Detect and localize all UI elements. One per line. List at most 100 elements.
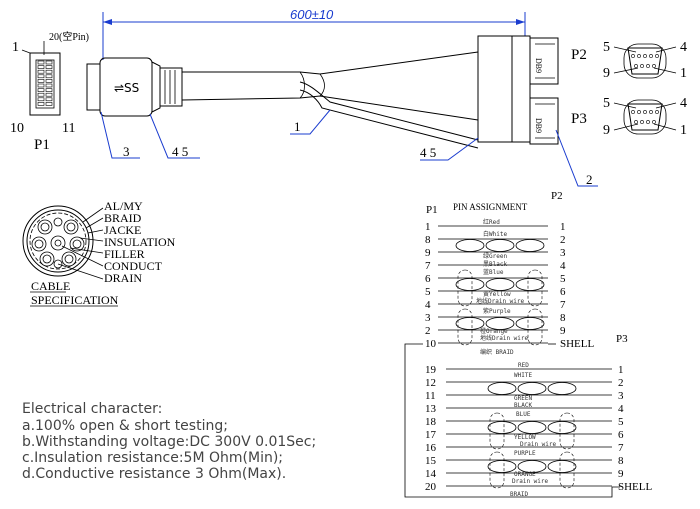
- twisted-pair: [455, 239, 485, 252]
- shield-outline: [559, 451, 575, 489]
- g1-left-pins: 1 8 9 7 6 5 4 3 2 10: [425, 221, 437, 350]
- p1-pin: [37, 97, 45, 102]
- db9-pin: [652, 64, 656, 68]
- twisted-pair: [515, 239, 545, 252]
- db9-pin: [652, 120, 656, 124]
- g1-right-9: SHELL: [560, 338, 595, 350]
- g2-wire-braid: BRAID: [510, 491, 528, 498]
- g2-wire-drain: Drain wire: [520, 441, 557, 448]
- p1-pin20-label: 20(空Pin): [49, 30, 89, 43]
- length-label: 600±10: [290, 7, 334, 22]
- electrical-line-c: c.Insulation resistance:5M Ohm(Min);: [22, 450, 283, 466]
- g1-right-4: 5: [560, 273, 566, 285]
- g2-right-1: 2: [618, 377, 624, 389]
- db9-pin: [637, 54, 641, 58]
- g2-left-2: 11: [425, 390, 436, 402]
- p3-pin5: 5: [603, 96, 610, 111]
- twisted-pair: [547, 460, 577, 473]
- g2-left-6: 16: [425, 442, 437, 454]
- layer-almy: AL/MY: [104, 199, 143, 213]
- usb-plug-side-view: ⇌SS: [86, 57, 183, 117]
- g1-wire-labels: 红Red 白White 绿Green 黑Black 蓝Blue 黄Yellow …: [476, 218, 529, 356]
- g2-right-2: 3: [618, 390, 624, 402]
- p2-pin5: 5: [603, 40, 610, 55]
- p3-face: 5 4 9 1: [603, 96, 687, 138]
- callout-1: 1: [294, 119, 301, 134]
- twisted-pair: [547, 421, 577, 434]
- g1-left-7: 3: [425, 312, 431, 324]
- db9-pin: [640, 64, 644, 68]
- p2-pin4: 4: [680, 40, 687, 55]
- p1-pin: [45, 60, 53, 65]
- g2-wire-green: GREEN: [514, 395, 532, 402]
- p1-pin: [37, 102, 45, 106]
- g1-wire-drain2: 地线Drain wire: [480, 334, 529, 342]
- pin-p1-label: P1: [426, 204, 438, 216]
- g2-left-9: 20: [425, 481, 437, 493]
- layer-drain: DRAIN: [104, 271, 142, 285]
- db9-pin: [637, 110, 641, 114]
- g1-wire-drain: 地线Drain wire: [476, 297, 525, 305]
- p1-pin: [45, 69, 53, 74]
- p1-pin: [37, 65, 45, 69]
- g1-right-0: 1: [560, 221, 566, 233]
- g2-left-pins: 19 12 11 13 18 17 16 15 14 20: [425, 364, 437, 493]
- electrical-line-a: a.100% open & short testing;: [22, 418, 228, 434]
- p1-connector-face: 1 20(空Pin) 10 11 P1: [10, 30, 89, 153]
- g1-right-2: 3: [560, 247, 566, 259]
- g2-wire-red: RED: [518, 362, 529, 369]
- g1-wire-blue: 蓝Blue: [483, 268, 504, 276]
- db9-pin: [646, 64, 650, 68]
- p3-side-label: P3: [571, 111, 587, 127]
- g1-left-5: 5: [425, 286, 431, 298]
- g2-wire-white: WHITE: [514, 372, 532, 379]
- twisted-pair: [517, 460, 547, 473]
- g1-right-6: 7: [560, 299, 566, 311]
- p1-pin: [37, 83, 45, 88]
- length-dimension: 600±10: [102, 7, 526, 60]
- g2-right-4: 5: [618, 416, 624, 428]
- twisted-pair: [517, 421, 547, 434]
- g2-wire-blue: BLUE: [516, 411, 531, 418]
- p1-name-label: P1: [34, 137, 50, 153]
- g2-left-1: 12: [425, 377, 436, 389]
- callout-45-right: 4 5: [420, 145, 436, 160]
- svg-text:DB9: DB9: [534, 58, 543, 73]
- g1-wire-red: 红Red: [483, 218, 500, 226]
- callout-3: 3: [123, 144, 130, 159]
- g1-left-0: 1: [425, 221, 431, 233]
- pin-assignment-title: PIN ASSIGNMENT: [453, 202, 528, 212]
- g2-right-7: 8: [618, 455, 624, 467]
- p1-pin: [45, 88, 53, 92]
- db9-pin: [634, 120, 638, 124]
- p1-pin: [37, 88, 45, 92]
- twisted-pair: [485, 317, 515, 330]
- db9-pin: [655, 54, 659, 58]
- p3-pin4: 4: [680, 96, 687, 111]
- g1-left-9: 10: [425, 338, 437, 350]
- g2-right-3: 4: [618, 403, 624, 415]
- twisted-pair: [515, 317, 545, 330]
- p1-pin: [45, 102, 53, 106]
- g2-wire-black: BLACK: [514, 402, 532, 409]
- layer-braid: BRAID: [104, 211, 142, 225]
- g1-left-6: 4: [425, 299, 431, 311]
- electrical-line-d: d.Conductive resistance 3 Ohm(Max).: [22, 466, 286, 482]
- db9-pin: [634, 64, 638, 68]
- twisted-pair: [455, 317, 485, 330]
- layer-jacke: JACKE: [104, 223, 141, 237]
- g2-right-0: 1: [618, 364, 624, 376]
- g1-wire-braid: 编织 BRAID: [480, 348, 514, 356]
- twisted-pair: [515, 278, 545, 291]
- g2-left-7: 15: [425, 455, 437, 467]
- g1-right-8: 9: [560, 325, 566, 337]
- g1-wire-orange: 橙Orange: [480, 327, 508, 335]
- callout-45-left: 4 5: [172, 144, 188, 159]
- db9-pin: [646, 120, 650, 124]
- g2-left-3: 13: [425, 403, 437, 415]
- twisted-pair: [487, 421, 517, 434]
- g2-left-4: 18: [425, 416, 437, 428]
- g1-wire-white: 白White: [483, 230, 507, 238]
- g1-wire-purple: 紫Purple: [483, 307, 511, 315]
